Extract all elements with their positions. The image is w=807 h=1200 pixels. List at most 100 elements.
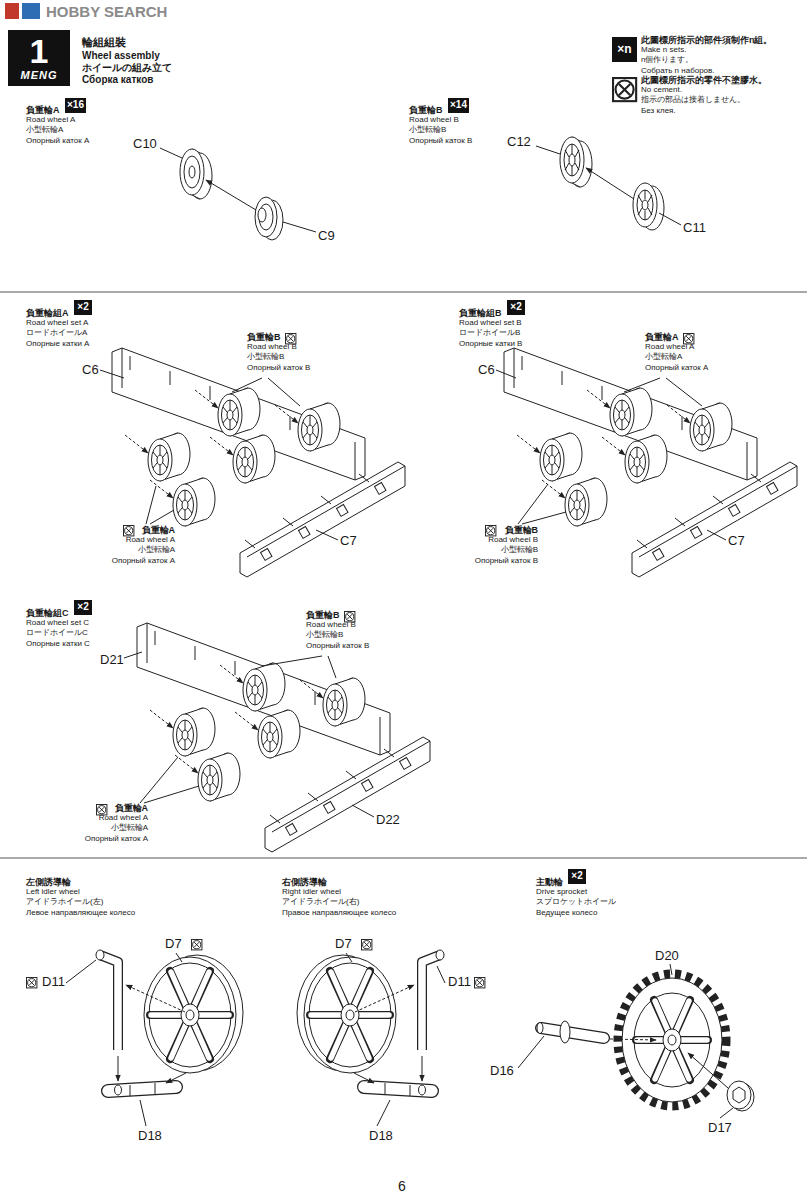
- caption-text: Собрать n наборов.: [641, 66, 715, 76]
- part-number: C6: [82, 362, 99, 378]
- ellipse-shape: [569, 154, 575, 166]
- badge-text: ×14: [450, 100, 467, 111]
- rect-shape: [5, 3, 19, 19]
- path-shape: [638, 190, 652, 220]
- quantity-badge: ×14: [448, 98, 469, 113]
- part-number: D7: [165, 936, 182, 952]
- caption-text: 負重輪A: [645, 332, 679, 343]
- quantity-badge: ×2: [507, 300, 525, 315]
- ellipse-shape: [564, 144, 580, 176]
- brand-logo: MENG: [21, 70, 58, 82]
- caption-text: Опорный каток A: [112, 556, 175, 566]
- path-shape: [565, 144, 579, 176]
- quantity-badge: ×2: [74, 300, 92, 315]
- path-shape: [518, 964, 733, 1118]
- ellipse-shape: [560, 137, 584, 183]
- path-shape: [518, 484, 566, 524]
- ellipse-shape: [633, 183, 657, 227]
- path-shape: [232, 378, 300, 406]
- badge-text: ×2: [77, 302, 88, 313]
- caption-text: Сборка катков: [82, 74, 153, 86]
- caption-text: アイドラホイール(左): [26, 897, 103, 907]
- caption-text: ロードホイールC: [26, 628, 88, 638]
- ellipse-shape: [258, 208, 266, 222]
- use-shape: [96, 950, 243, 1096]
- caption-text: 小型転輪B: [409, 125, 446, 135]
- caption-text: Make n sets.: [641, 45, 686, 55]
- caption-text: 右側誘導輪: [282, 877, 327, 888]
- caption-text: 負重輪B: [247, 332, 281, 343]
- caption-text: 小型転輪B: [247, 352, 284, 362]
- path-shape: [688, 1053, 728, 1088]
- path-shape: [610, 1039, 656, 1040]
- caption-text: Опорный каток B: [306, 641, 369, 651]
- part-number: D7: [335, 936, 352, 952]
- path-shape: [541, 1028, 604, 1038]
- part-number: HOBBY SEARCH: [46, 3, 167, 21]
- ellipse-shape: [637, 190, 653, 220]
- caption-text: Опорные катки B: [459, 339, 522, 349]
- caption-text: アイドラホイール(右): [282, 897, 359, 907]
- rect-shape: [22, 3, 40, 19]
- badge-text: ×16: [67, 100, 84, 111]
- caption-text: Опорный каток B: [409, 136, 472, 146]
- use-shape: [474, 977, 484, 987]
- use-shape: [485, 525, 495, 535]
- caption-text: 左側誘導輪: [26, 877, 71, 888]
- part-number: C10: [133, 136, 157, 152]
- path-shape: [262, 656, 336, 678]
- badge-text: ×2: [510, 302, 521, 313]
- use-shape: [112, 348, 405, 577]
- path-shape: [206, 180, 256, 210]
- caption-text: 負重輪組B: [459, 308, 502, 319]
- quantity-badge: ×2: [568, 869, 586, 884]
- polygon-shape: [733, 1087, 745, 1103]
- part-number: D17: [708, 1120, 732, 1136]
- path-shape: [146, 486, 174, 524]
- ellipse-shape: [259, 204, 273, 230]
- caption-text: 小型転輪B: [306, 630, 343, 640]
- use-shape: [137, 623, 430, 852]
- path-shape: [100, 370, 338, 540]
- caption-text: 小型転輪A: [645, 352, 682, 362]
- g-shape: [160, 137, 681, 240]
- caption-text: Без клея.: [641, 106, 676, 116]
- ellipse-shape: [663, 1029, 681, 1051]
- path-shape: [496, 370, 726, 540]
- part-number: C7: [340, 533, 357, 549]
- caption-text: 主動輪: [536, 877, 563, 888]
- watermark-logo: [5, 3, 40, 19]
- step-title: 輪組組裝: [82, 36, 126, 49]
- caption-text: 小型転輪A: [138, 545, 175, 555]
- caption-text: Road wheel set C: [26, 618, 89, 628]
- part-number: C6: [478, 362, 495, 378]
- caption-text: Road wheel B: [488, 535, 538, 545]
- quantity-badge: ×n: [612, 37, 637, 62]
- line-shape: [0, 858, 807, 859]
- caption-text: No cement.: [641, 85, 682, 95]
- caption-text: 負重輪A: [26, 105, 60, 116]
- caption-text: Left idler wheel: [26, 887, 80, 897]
- caption-text: Drive sprocket: [536, 887, 587, 897]
- path-shape: [541, 1028, 604, 1038]
- caption-text: 負重輪組A: [26, 308, 69, 319]
- path-shape: [160, 146, 681, 232]
- use-shape: [297, 950, 444, 1096]
- quantity-badge: ×2: [74, 600, 92, 615]
- caption-text: Ведущее колесо: [536, 908, 597, 918]
- part-number: D21: [100, 652, 124, 668]
- caption-text: 此圖標所指示的零件不塗膠水。: [641, 75, 767, 86]
- caption-text: 負重輪B: [306, 610, 340, 621]
- caption-text: Road wheel A: [645, 342, 694, 352]
- caption-text: Road wheel A: [99, 813, 148, 823]
- path-shape: [624, 378, 702, 406]
- caption-text: 指示の部品は接着しません。: [641, 95, 745, 105]
- part-number: C11: [683, 220, 706, 236]
- use-shape: [26, 977, 36, 987]
- part-number: D16: [490, 1063, 514, 1079]
- caption-text: 負重輪B: [505, 525, 539, 536]
- caption-text: 負重輪A: [115, 803, 149, 814]
- path-shape: [124, 652, 374, 817]
- ellipse-shape: [537, 1023, 543, 1034]
